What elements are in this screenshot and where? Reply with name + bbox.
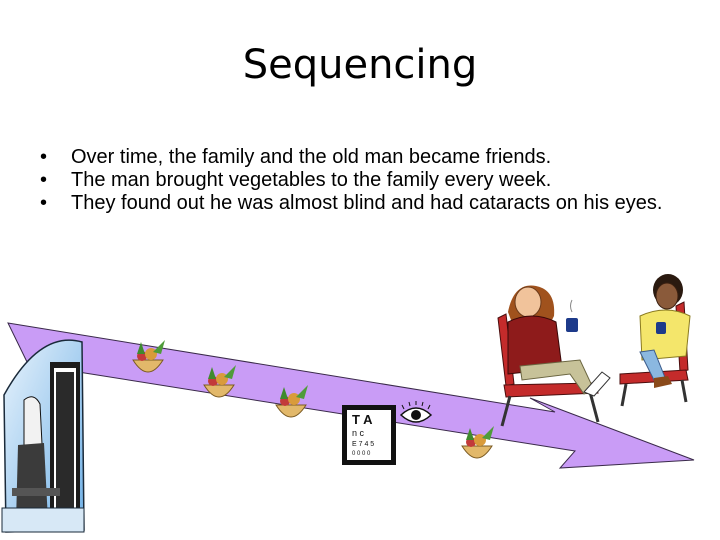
chart-line: n c (352, 428, 365, 438)
vegetable-basket-icon (275, 385, 308, 418)
chart-line: 0 0 0 0 (352, 451, 371, 457)
timeline-arrow (7, 322, 695, 469)
friends-sitting-icon (497, 274, 691, 427)
bullet-item: •Over time, the family and the old man b… (40, 146, 552, 168)
slide-title: Sequencing (242, 42, 478, 88)
eye-icon (399, 401, 433, 423)
eye-chart-icon: T A n c E 7 4 5 0 0 0 0 (342, 405, 396, 465)
vegetable-basket-icon (461, 426, 494, 459)
chart-line: E 7 4 5 (352, 441, 374, 448)
tv-scene-icon (1, 339, 85, 533)
vegetable-basket-icon (203, 365, 236, 398)
bullet-item: •They found out he was almost blind and … (40, 192, 663, 214)
bullet-list: •Over time, the family and the old man b… (40, 146, 700, 215)
chart-line: T A (352, 412, 373, 427)
bullet-item: •The man brought vegetables to the famil… (40, 169, 552, 191)
vegetable-basket-icon (132, 340, 165, 373)
